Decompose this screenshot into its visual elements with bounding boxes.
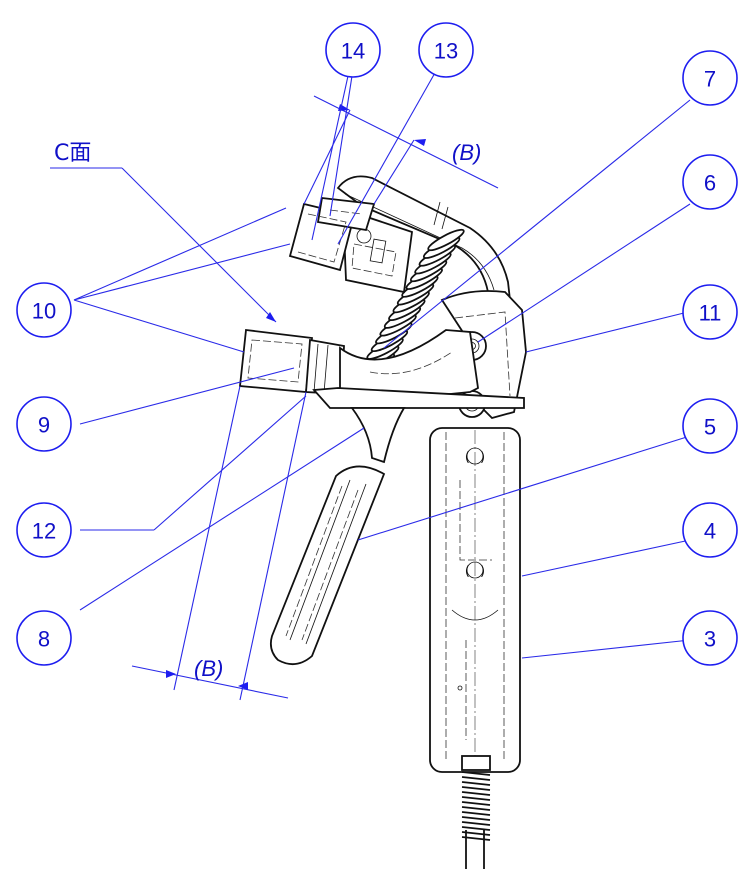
callout-number: 12 <box>32 519 56 544</box>
upper-frame <box>336 175 513 324</box>
callout-7: 7 <box>682 50 738 106</box>
fixed-handle: ( ) ( ) <box>429 427 521 773</box>
thread-line <box>461 836 491 841</box>
face-c-label: C面 <box>54 141 91 166</box>
dimension-bottom: (B) <box>131 385 307 701</box>
callout-14: 14 <box>325 22 381 78</box>
lower-jaw-lever <box>312 329 525 464</box>
callout-circle <box>16 502 72 558</box>
callout-number: 11 <box>699 301 722 326</box>
callout-number: 13 <box>434 39 458 64</box>
thread-line <box>461 826 491 831</box>
face-c-annotation: C面 <box>50 141 277 323</box>
callout-9: 9 <box>16 396 72 452</box>
callout-8: 8 <box>16 610 72 666</box>
callout-number: 6 <box>704 171 716 196</box>
callout-number: 14 <box>341 39 365 64</box>
thread-line <box>461 821 491 826</box>
callout-circle <box>682 154 738 210</box>
handle-rivet-upper: ( ) <box>463 447 487 465</box>
callout-number: 5 <box>704 415 716 440</box>
callout-circle <box>682 610 738 666</box>
callout-12: 12 <box>16 502 72 558</box>
callout-4: 4 <box>682 502 738 558</box>
thread-line <box>461 786 491 791</box>
thread-line <box>461 801 491 806</box>
callout-number: 3 <box>704 627 716 652</box>
callout-circle <box>682 502 738 558</box>
thread-line <box>461 816 491 821</box>
svg-text:( ): ( ) <box>463 564 486 579</box>
thread-line <box>461 791 491 796</box>
callout-11: 11 <box>682 284 738 340</box>
callout-circle <box>16 610 72 666</box>
dimension-top: (B) <box>303 95 499 205</box>
thread-line <box>461 806 491 811</box>
callout-number: 4 <box>704 519 716 544</box>
callout-circle <box>16 282 72 338</box>
callout-number: 10 <box>32 299 56 324</box>
callout-3: 3 <box>682 610 738 666</box>
thread-line <box>461 771 491 776</box>
upper-jaw-holder <box>343 210 413 294</box>
callout-leaders <box>73 63 691 659</box>
handle-rivet-lower: ( ) <box>463 561 487 579</box>
callout-circle <box>682 398 738 454</box>
dimension-bottom-label: (B) <box>194 656 223 681</box>
callout-circle <box>16 396 72 452</box>
callout-circle <box>682 284 738 340</box>
callout-circle <box>682 50 738 106</box>
tool-assembly: ( ) ( ) <box>239 175 527 869</box>
thread-line <box>461 811 491 816</box>
thread-line <box>461 781 491 786</box>
thread-line <box>461 796 491 801</box>
callout-number: 9 <box>38 413 50 438</box>
callout-number: 7 <box>704 67 716 92</box>
thread-line <box>461 831 491 836</box>
callout-number: 8 <box>38 627 50 652</box>
threaded-rod <box>461 755 491 869</box>
callout-6: 6 <box>682 154 738 210</box>
dimension-top-label: (B) <box>452 140 481 165</box>
callout-10: 10 <box>16 282 72 338</box>
callouts: 14 13 7 6 11 10 9 5 4 12 3 8 <box>16 22 738 666</box>
callout-13: 13 <box>418 22 474 78</box>
thread-line <box>461 776 491 781</box>
callout-circle <box>418 22 474 78</box>
callout-5: 5 <box>682 398 738 454</box>
spring-coil <box>427 228 465 252</box>
lower-handle-grip <box>269 465 386 666</box>
lower-die <box>239 328 345 395</box>
svg-text:( ): ( ) <box>463 450 486 465</box>
callout-circle <box>325 22 381 78</box>
